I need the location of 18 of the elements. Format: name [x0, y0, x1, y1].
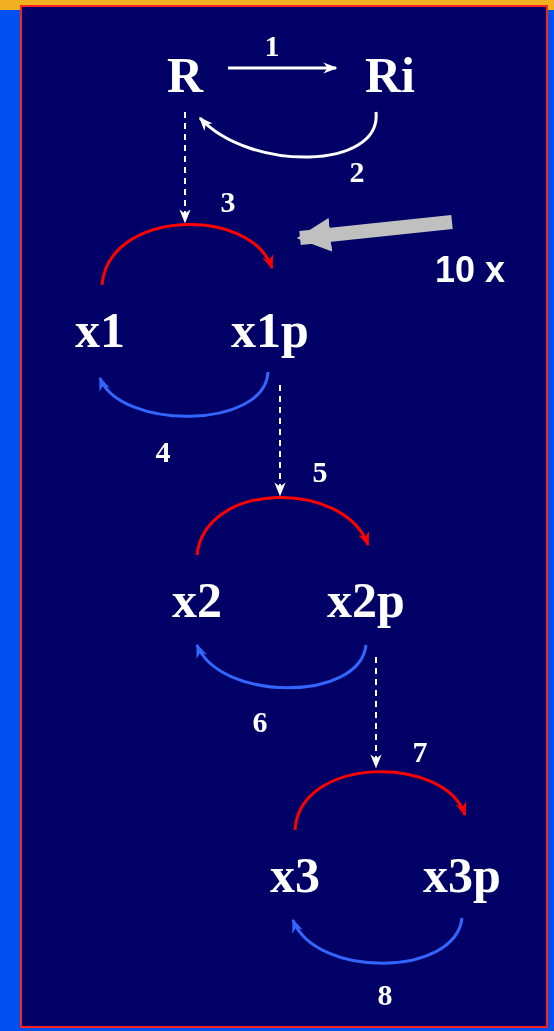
species-label: R: [166, 50, 204, 100]
arrow: [291, 917, 464, 965]
arrow: [98, 371, 270, 418]
arrow: [100, 223, 274, 286]
arrow: [195, 643, 368, 690]
arrow: [370, 656, 382, 769]
arrow: [228, 62, 338, 74]
species-label: x1: [75, 305, 125, 355]
species-label: x3: [270, 850, 320, 900]
arrow: [195, 496, 370, 556]
arrow: [296, 215, 453, 252]
species-label: Ri: [365, 50, 415, 100]
arrow: [179, 111, 191, 224]
species-label: 10 x: [434, 252, 506, 288]
arrow: [274, 384, 286, 497]
species-label: x2: [172, 575, 222, 625]
arrow: [293, 770, 467, 831]
arrow: [198, 111, 378, 159]
